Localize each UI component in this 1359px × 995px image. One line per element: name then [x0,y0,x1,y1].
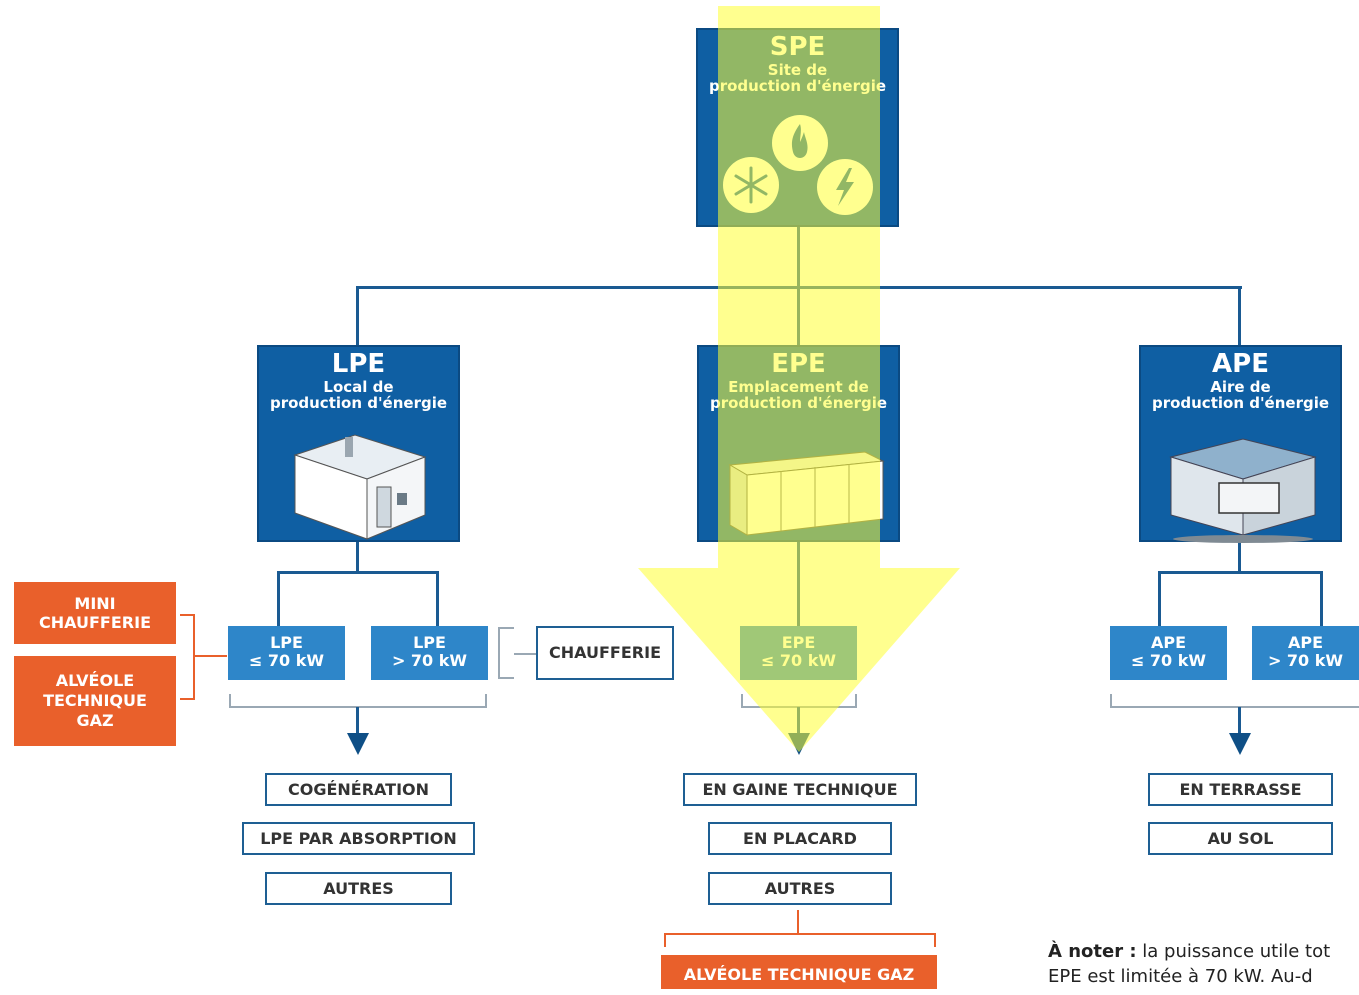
lpe-sub-left [277,571,280,627]
alveole-technique-gaz-bottom: ALVÉOLE TECHNIQUE GAZ [661,955,937,989]
ape-subtitle-1: Aire de [1210,378,1271,396]
ape-sub-horizontal [1158,571,1323,574]
ape-small-le70: APE ≤ 70 kW [1110,626,1227,680]
lpe-subtitle-1: Local de [323,378,394,396]
ape-connector [1238,286,1241,346]
chaufferie-box: CHAUFFERIE [536,626,674,680]
epe-arrow-head [788,733,810,755]
lpe-small-gt70-power: > 70 kW [391,651,468,670]
mini-chaufferie-box: MINI CHAUFFERIE [14,582,176,644]
orange-bracket-bottom [180,698,195,700]
alveole-technique-gaz-box: ALVÉOLE TECHNIQUE GAZ [14,656,176,746]
alveole-bracket-stem [797,910,799,934]
orange-bracket-top [180,614,195,616]
spe-code: SPE [769,32,826,62]
lpe-output-absorption: LPE PAR ABSORPTION [242,822,475,855]
ape-small-le70-code: APE [1150,633,1187,652]
lpe-small-le70: LPE ≤ 70 kW [228,626,345,680]
epe-output-placard: EN PLACARD [708,822,892,855]
ape-subtitle-2: production d'énergie [1151,394,1330,412]
lpe-sub-horizontal [277,571,439,574]
note-bold: À noter : [1048,941,1137,962]
ape-sub-right [1320,571,1323,627]
ape-bracket-left [1110,694,1112,708]
orange-bracket-link [193,655,227,657]
note-text-1: la puissance utile tot [1136,941,1331,962]
ape-small-gt70-power: > 70 kW [1267,651,1344,670]
epe-connector [797,286,800,346]
lpe-code: LPE [331,349,386,379]
chaufferie-bracket-top [498,627,514,629]
snowflake-icon [723,157,779,213]
spe-down-connector [797,226,800,288]
ape-arrow-stem [1238,707,1241,737]
lpe-small-gt70: LPE > 70 kW [371,626,488,680]
lpe-small-gt70-code: LPE [413,633,446,652]
note-line-1: À noter : la puissance utile tot [1048,941,1330,962]
epe-sub-connector [797,541,800,627]
epe-bracket-right [855,694,857,708]
lpe-arrow-head [347,733,369,755]
lpe-subtitle-2: production d'énergie [269,394,448,412]
spe-subtitle-1: Site de [767,61,828,79]
ape-small-le70-power: ≤ 70 kW [1130,651,1207,670]
epe-small-le70-power: ≤ 70 kW [760,651,837,670]
epe-output-gaine: EN GAINE TECHNIQUE [683,773,917,806]
ape-arrow-head [1229,733,1251,755]
lpe-box: LPE Local de production d'énergie [257,345,460,542]
lpe-small-le70-power: ≤ 70 kW [248,651,325,670]
lpe-sub-right [436,571,439,627]
chaufferie-bracket-link [514,653,536,655]
ape-sub-connector [1238,541,1241,573]
note-line-2: EPE est limitée à 70 kW. Au-d [1048,966,1313,987]
ape-box: APE Aire de production d'énergie [1139,345,1342,543]
lpe-small-le70-code: LPE [270,633,303,652]
spe-box: SPE Site de production d'énergie [696,28,899,227]
lpe-bracket-right [485,694,487,708]
lpe-output-cogeneration: COGÉNÉRATION [265,773,452,806]
chaufferie-bracket-bottom [498,677,514,679]
room-illustration [293,434,427,540]
lpe-sub-connector [356,541,359,573]
alveole-bracket-left [664,933,666,947]
ape-bracket [1110,706,1359,708]
chaufferie-bracket-left [498,627,500,679]
ape-sub-left [1158,571,1161,627]
ape-small-gt70-code: APE [1287,633,1324,652]
lpe-bracket-left [229,694,231,708]
fenced-area-illustration [1169,438,1317,543]
epe-output-autres: AUTRES [708,872,892,905]
epe-small-le70: EPE ≤ 70 kW [740,626,857,680]
orange-bracket-vertical [193,614,195,700]
epe-code: EPE [771,349,826,379]
lpe-arrow-stem [356,707,359,737]
ape-code: APE [1212,349,1269,379]
lpe-connector [356,286,359,346]
cabinet-illustration [728,451,885,536]
epe-bracket-left [741,694,743,708]
spe-subtitle-2: production d'énergie [708,77,887,95]
ape-output-sol: AU SOL [1148,822,1333,855]
alveole-bracket-right [934,933,936,947]
lightning-icon [817,159,873,215]
alveole-bracket-horizontal [664,933,936,935]
lpe-output-autres: AUTRES [265,872,452,905]
ape-output-terrasse: EN TERRASSE [1148,773,1333,806]
ape-small-gt70: APE > 70 kW [1252,626,1359,680]
epe-subtitle-1: Emplacement de [728,378,869,396]
epe-subtitle-2: production d'énergie [709,394,888,412]
epe-box: EPE Emplacement de production d'énergie [697,345,900,542]
epe-small-le70-code: EPE [781,633,816,652]
